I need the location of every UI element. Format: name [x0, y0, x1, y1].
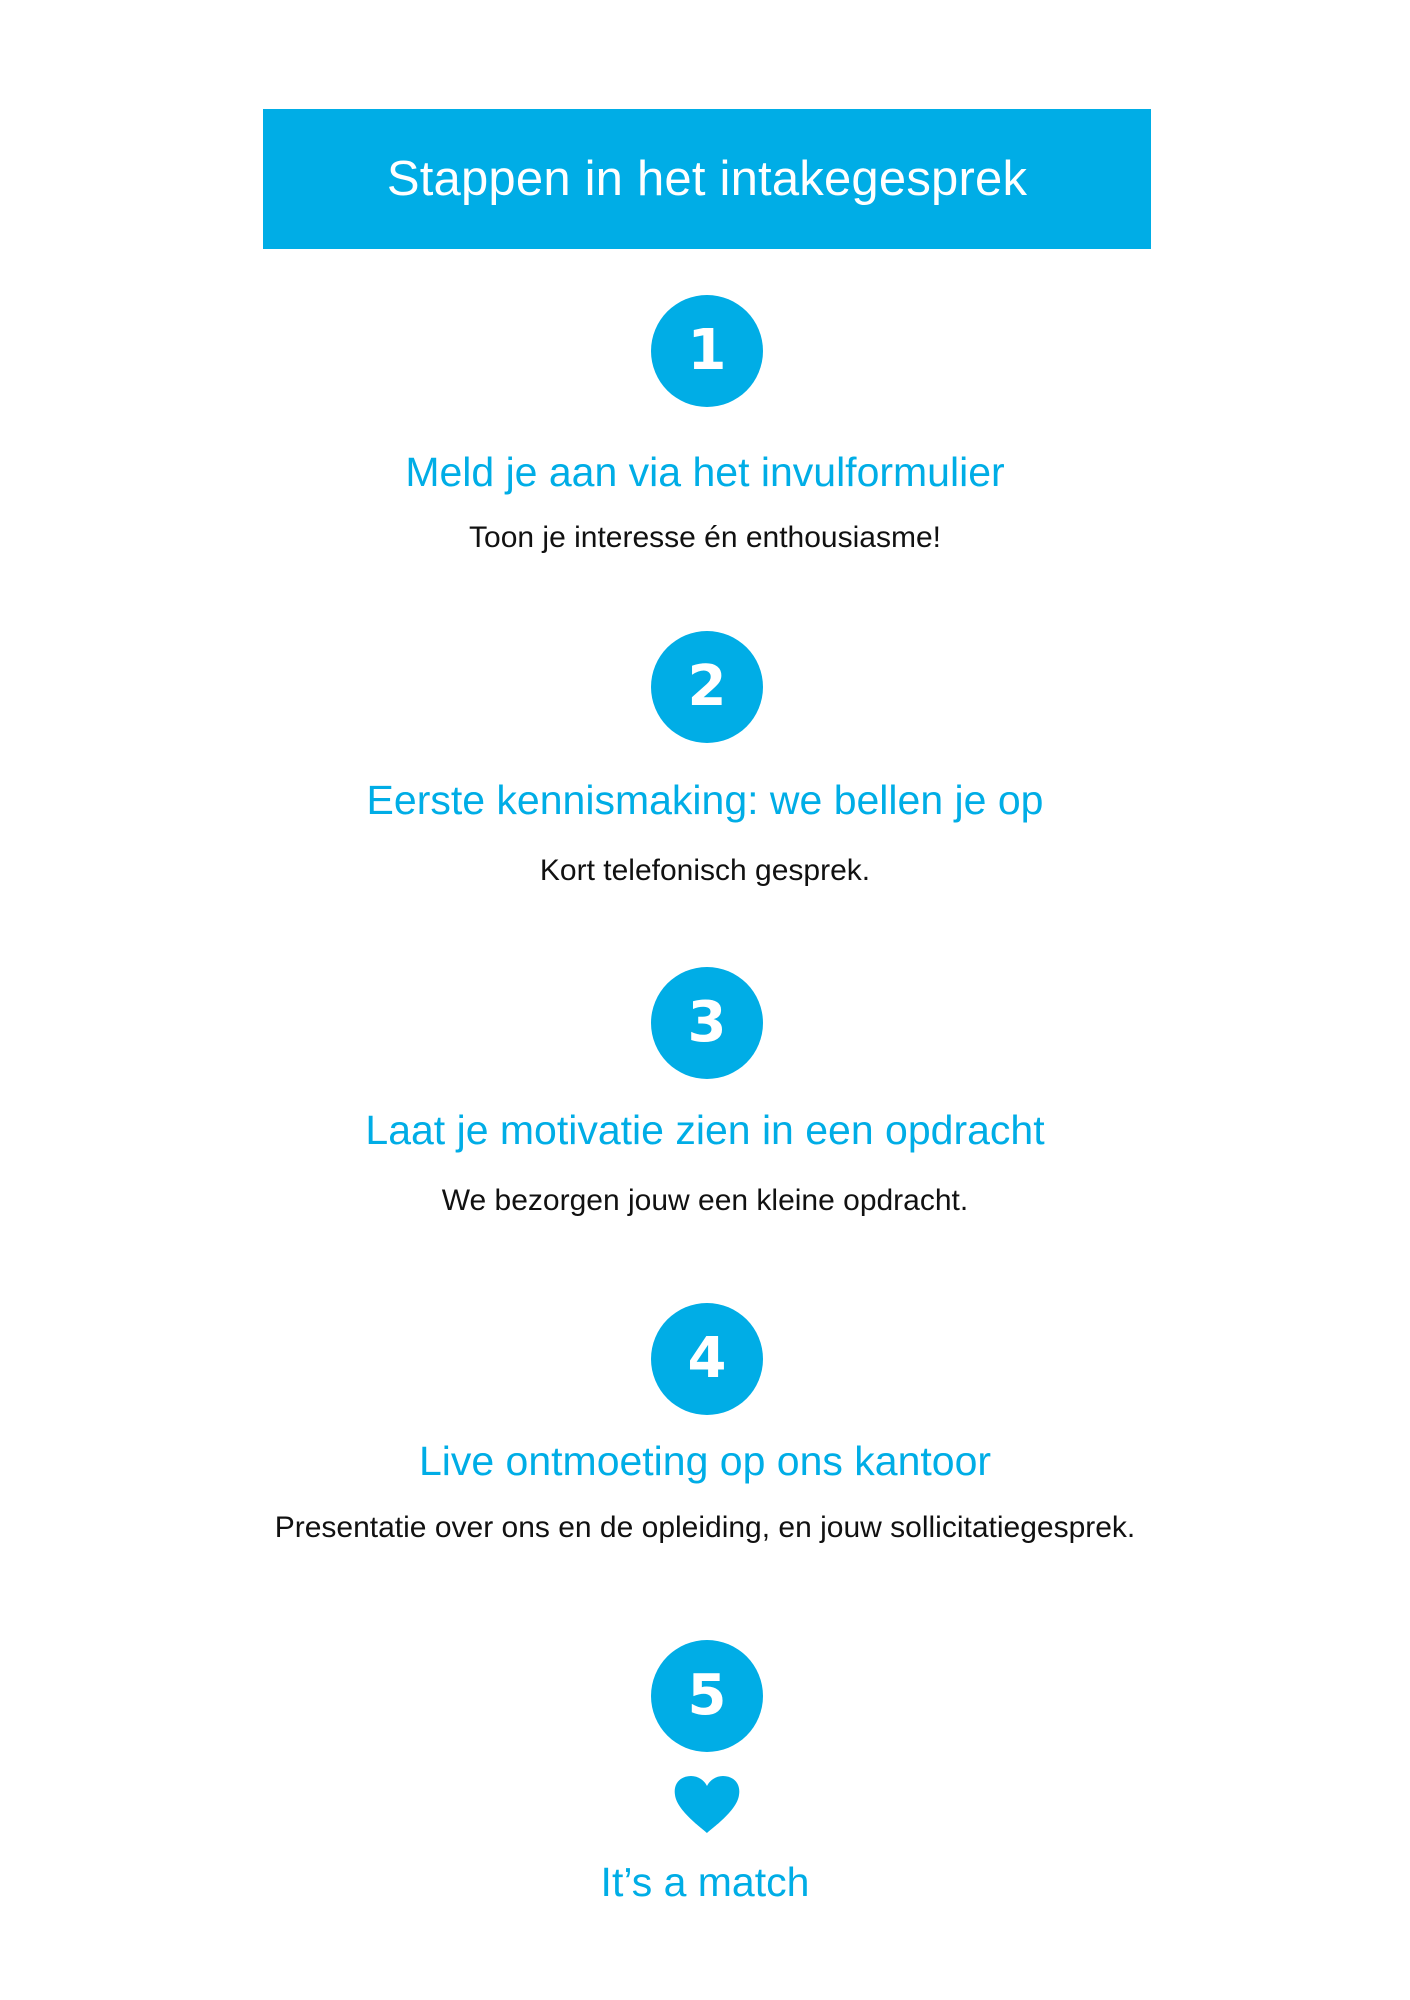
- step-1-number-circle: 1: [651, 295, 763, 407]
- step-4-number: 4: [687, 1326, 727, 1391]
- step-1-number: 1: [687, 318, 727, 383]
- step-5-number-circle: 5: [651, 1640, 763, 1752]
- step-1-heading: Meld je aan via het invulformulier: [405, 449, 1005, 495]
- step-3-description: We bezorgen jouw een kleine opdracht.: [441, 1184, 969, 1217]
- step-2-description: Kort telefonisch gesprek.: [539, 854, 871, 887]
- page-title: Stappen in het intakegesprek: [386, 152, 1028, 206]
- step-2-heading: Eerste kennismaking: we bellen je op: [366, 777, 1044, 823]
- title-banner: Stappen in het intakegesprek: [263, 109, 1151, 249]
- step-5-number: 5: [687, 1663, 727, 1728]
- step-5-heading: It’s a match: [600, 1859, 810, 1905]
- step-2-number-circle: 2: [651, 631, 763, 743]
- heart-icon: [674, 1776, 740, 1833]
- step-2-number: 2: [687, 654, 727, 719]
- step-3-heading: Laat je motivatie zien in een opdracht: [365, 1107, 1045, 1153]
- step-4-heading: Live ontmoeting op ons kantoor: [418, 1438, 992, 1484]
- step-1-description: Toon je interesse én enthousiasme!: [469, 521, 941, 554]
- step-3-number-circle: 3: [651, 967, 763, 1079]
- step-3-number: 3: [687, 990, 727, 1055]
- step-4-description: Presentatie over ons en de opleiding, en…: [274, 1511, 1136, 1544]
- step-4-number-circle: 4: [651, 1303, 763, 1415]
